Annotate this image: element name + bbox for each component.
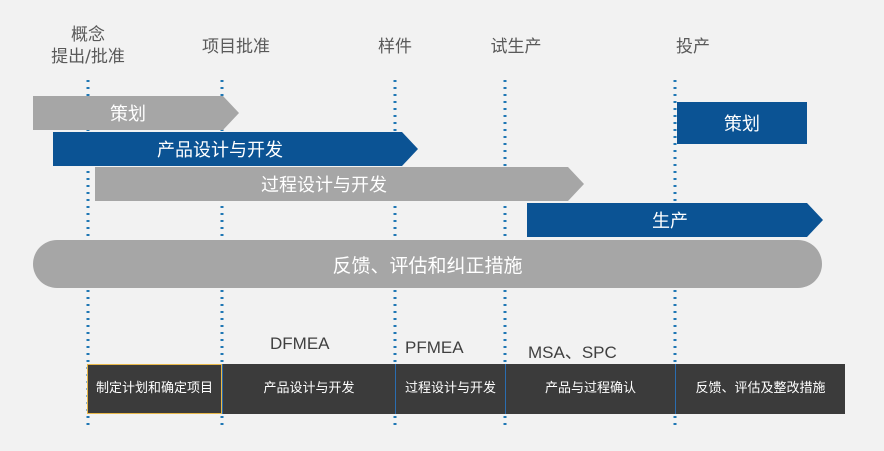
phase-feedback: 反馈、评估及整改措施 [675,364,845,414]
arrow-product-design-label: 产品设计与开发 [157,140,283,161]
phase-feedback-label: 反馈、评估及整改措施 [695,381,826,396]
arrow-product-design: 产品设计与开发 [53,132,418,166]
feedback-bar: 反馈、评估和纠正措施 [33,240,822,288]
milestone-project-approval: 项目批准 [202,37,270,57]
milestone-prototype: 样件 [378,37,412,57]
feedback-bar-label: 反馈、评估和纠正措施 [332,254,523,277]
arrow-production-label: 生产 [652,211,688,232]
arrow-production: 生产 [527,203,823,237]
phase-validation: 产品与过程确认 [505,364,675,414]
tool-dfmea: DFMEA [270,334,330,353]
phase-validation-label: 产品与过程确认 [544,381,636,396]
phase-product-design-label: 产品设计与开发 [263,381,355,396]
phase-product-design: 产品设计与开发 [222,364,395,414]
phase-process-design-label: 过程设计与开发 [404,381,496,396]
phase-plan-and-define-label: 制定计划和确定项目 [95,381,213,396]
arrow-planning: 策划 [33,96,239,130]
milestone-launch: 投产 [676,37,710,57]
tool-pfmea: PFMEA [405,338,464,357]
milestone-concept: 概念 提出/批准 [51,25,125,67]
tool-msa-spc: MSA、SPC [528,343,617,362]
phase-process-design: 过程设计与开发 [395,364,505,414]
box-planning-launch-label: 策划 [724,114,760,135]
phase-plan-and-define: 制定计划和确定项目 [87,364,222,414]
arrow-process-design: 过程设计与开发 [95,167,584,201]
arrow-planning-label: 策划 [110,104,146,125]
milestone-pilot-production: 试生产 [490,37,542,57]
box-planning-launch: 策划 [677,102,807,144]
arrow-process-design-label: 过程设计与开发 [261,175,387,196]
